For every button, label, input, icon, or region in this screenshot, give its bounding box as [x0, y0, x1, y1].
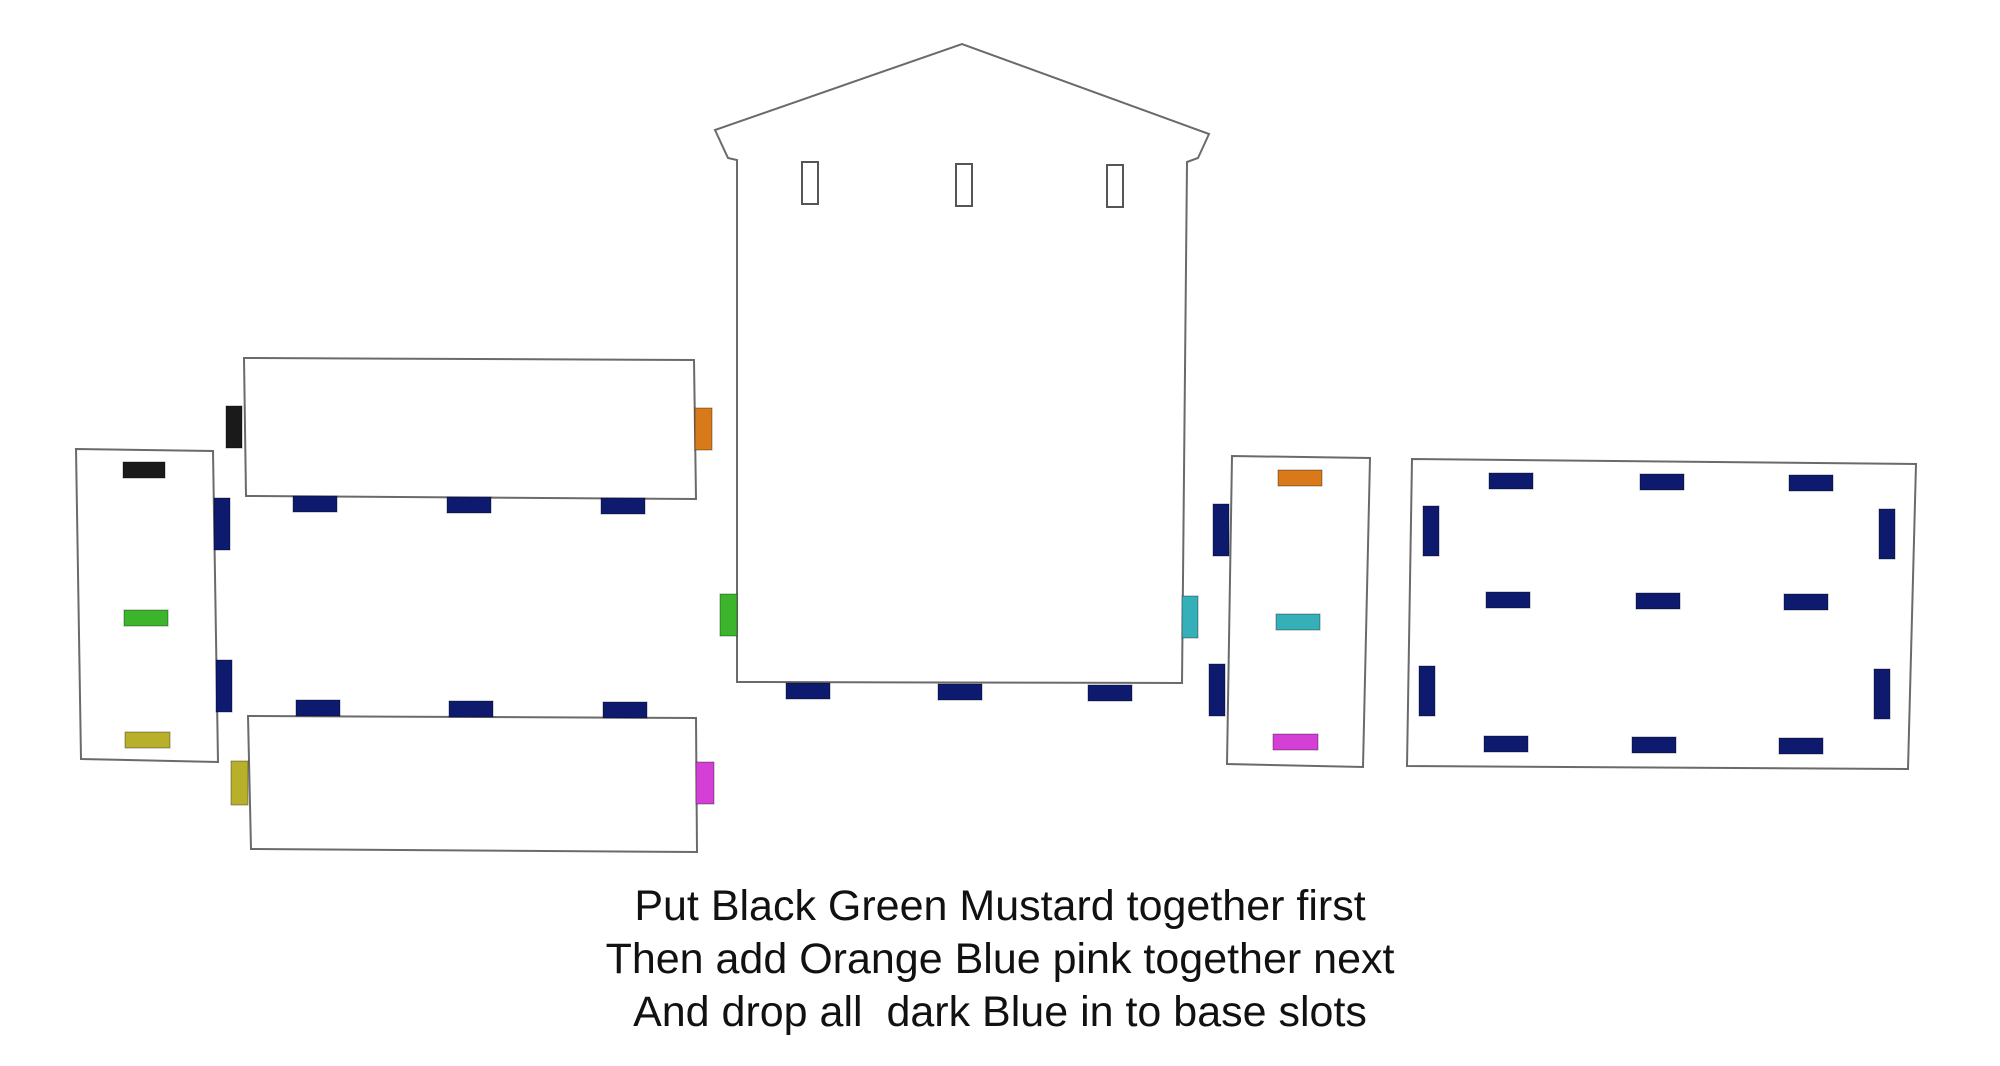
mustard-tab-lower-panel — [230, 760, 249, 806]
lower-side-panel — [246, 714, 699, 854]
roof-gable-panel — [713, 42, 1211, 685]
dark-blue-tab — [600, 497, 646, 515]
base-slot — [1873, 668, 1891, 720]
base-slot — [1488, 472, 1534, 490]
dark-blue-tab — [292, 495, 338, 513]
base-panel — [1405, 457, 1918, 771]
base-slot — [1788, 474, 1834, 492]
dark-blue-tab — [213, 497, 231, 551]
instructions-text: Put Black Green Mustard together first T… — [0, 880, 2000, 1039]
base-slot — [1783, 593, 1829, 611]
dark-blue-tab — [602, 701, 648, 719]
teal-tab-right-panel — [1275, 613, 1321, 631]
dark-blue-tab — [448, 700, 494, 718]
dark-blue-tab — [446, 496, 492, 514]
base-slot — [1778, 737, 1824, 755]
right-end-panel — [1225, 454, 1372, 769]
tabs-group — [122, 405, 1896, 806]
dark-blue-tab — [1212, 503, 1230, 557]
roof-slot-center — [955, 163, 973, 207]
base-slot — [1878, 508, 1896, 560]
black-tab-upper-panel — [225, 405, 243, 449]
dark-blue-tab — [215, 659, 233, 713]
instruction-line-2: Then add Orange Blue pink together next — [605, 935, 1395, 983]
base-slot — [1485, 591, 1531, 609]
orange-tab-upper-panel — [694, 407, 713, 451]
upper-side-panel — [242, 356, 698, 501]
roof-slot-right — [1106, 164, 1124, 208]
black-tab-left-panel — [122, 461, 166, 479]
dark-blue-tab — [937, 683, 983, 701]
pink-tab-right-panel — [1272, 733, 1319, 751]
dark-blue-tab — [1087, 684, 1133, 702]
roof-slot-left — [801, 161, 819, 205]
green-tab-left-panel — [123, 609, 169, 627]
instruction-line-3: And drop all dark Blue in to base slots — [633, 988, 1367, 1036]
base-slot — [1418, 665, 1436, 717]
dark-blue-tab — [1208, 663, 1226, 717]
mustard-tab-left-panel — [124, 731, 171, 749]
orange-tab-right-panel — [1277, 469, 1323, 487]
base-slot — [1639, 473, 1685, 491]
base-slot — [1422, 505, 1440, 557]
base-slot — [1635, 592, 1681, 610]
instruction-line-1: Put Black Green Mustard together first — [634, 882, 1366, 930]
pink-tab-lower-panel — [695, 761, 715, 805]
green-tab-roof-panel — [719, 593, 738, 637]
dark-blue-tab — [785, 682, 831, 700]
base-slot — [1483, 735, 1529, 753]
dark-blue-tab — [295, 699, 341, 717]
teal-tab-roof-panel — [1181, 595, 1199, 639]
left-end-panel — [74, 447, 220, 764]
base-slot — [1631, 736, 1677, 754]
